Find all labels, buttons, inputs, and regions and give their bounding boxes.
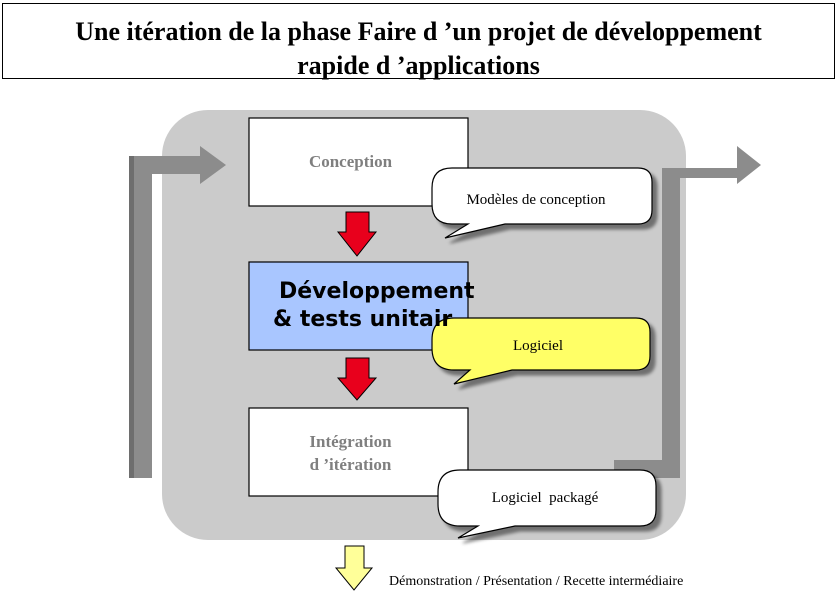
integration-label: Intégration d ’itération — [249, 418, 452, 488]
callout-modeles-text: Modèles de conception — [466, 191, 606, 208]
developpement-line-1: Développement — [279, 279, 475, 304]
developpement-box[interactable] — [248, 261, 469, 351]
callout-modeles — [431, 167, 653, 239]
title-box: Une itération de la phase Faire d ’un pr… — [2, 3, 835, 80]
flow-arrow-2 — [336, 357, 378, 401]
conception-text: Conception — [308, 152, 393, 171]
title-line-2: rapide d ’applications — [297, 51, 540, 80]
title-line-1: Une itération de la phase Faire d ’un pr… — [75, 17, 762, 46]
integration-box[interactable] — [248, 407, 469, 497]
conception-label: Conception — [249, 118, 452, 206]
callout-logiciel-text: Logiciel — [513, 337, 563, 354]
developpement-line-2: & tests unitair — [273, 307, 453, 332]
integration-line-2: d ’itération — [309, 455, 392, 474]
output-label: Démonstration / Présentation / Recette i… — [389, 574, 684, 589]
integration-line-1: Intégration — [309, 432, 392, 451]
developpement-label: Développement & tests unitair — [257, 262, 475, 350]
callout-packag-text: Logiciel packagé — [491, 489, 599, 506]
entry-arrow — [129, 146, 226, 478]
callout-packag — [437, 469, 657, 539]
flow-arrow-1 — [336, 211, 378, 257]
conception-box[interactable] — [248, 117, 469, 207]
callout-logiciel — [431, 317, 651, 385]
output-arrow — [334, 545, 374, 591]
